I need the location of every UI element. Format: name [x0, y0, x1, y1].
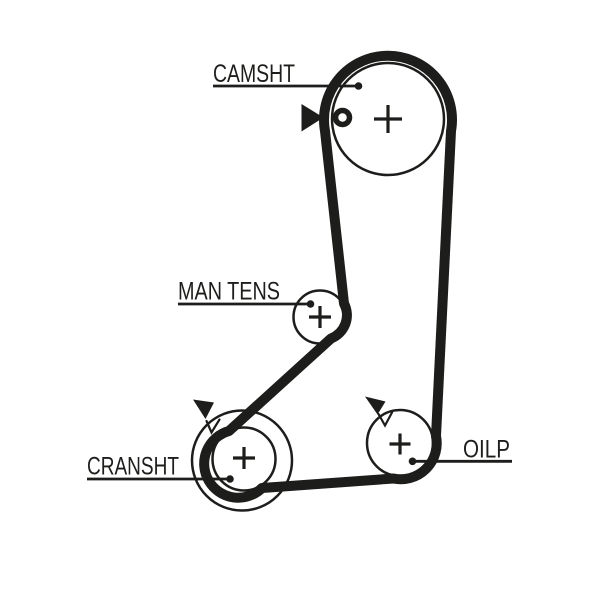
- oil-pump-pulley: [365, 396, 435, 478]
- camshaft-timing-ring-icon: [332, 107, 353, 128]
- manual-tensioner-center-cross-icon: [309, 306, 331, 328]
- crankshaft-leader-dot: [226, 475, 234, 483]
- manual-tensioner-callout: MAN TENS: [178, 278, 315, 308]
- crankshaft-callout: CRANSHT: [87, 453, 234, 483]
- crankshaft-inner-circle: [211, 426, 277, 492]
- crankshaft-center-cross-icon: [233, 447, 255, 469]
- oil-pump-label: OILP: [463, 436, 510, 464]
- crankshaft-label: CRANSHT: [87, 453, 179, 481]
- camshaft-leader-dot: [354, 82, 363, 90]
- crankshaft-alignment-notch: [205, 418, 221, 435]
- oil-pump-callout: OILP: [408, 436, 512, 466]
- crankshaft-outer-circle: [190, 409, 294, 512]
- camshaft-callout: CAMSHT: [213, 60, 363, 90]
- camshaft-timing-arrow-icon: [301, 104, 324, 132]
- manual-tensioner-label: MAN TENS: [178, 278, 280, 306]
- crankshaft-pulley: [190, 399, 294, 512]
- camshaft-label: CAMSHT: [213, 60, 295, 88]
- crankshaft-timing-arrow-icon: [193, 399, 214, 419]
- camshaft-pulley-circle: [330, 61, 446, 177]
- oil-pump-timing-arrow-icon: [365, 396, 386, 415]
- manual-tensioner-leader-dot: [306, 300, 315, 308]
- camshaft-pulley: [301, 61, 446, 177]
- oil-pump-alignment-notch: [377, 411, 394, 428]
- camshaft-center-cross-icon: [374, 105, 402, 133]
- oil-pump-center-cross-icon: [389, 433, 411, 455]
- timing-belt-path: [199, 50, 457, 503]
- oil-pump-leader-dot: [408, 457, 417, 466]
